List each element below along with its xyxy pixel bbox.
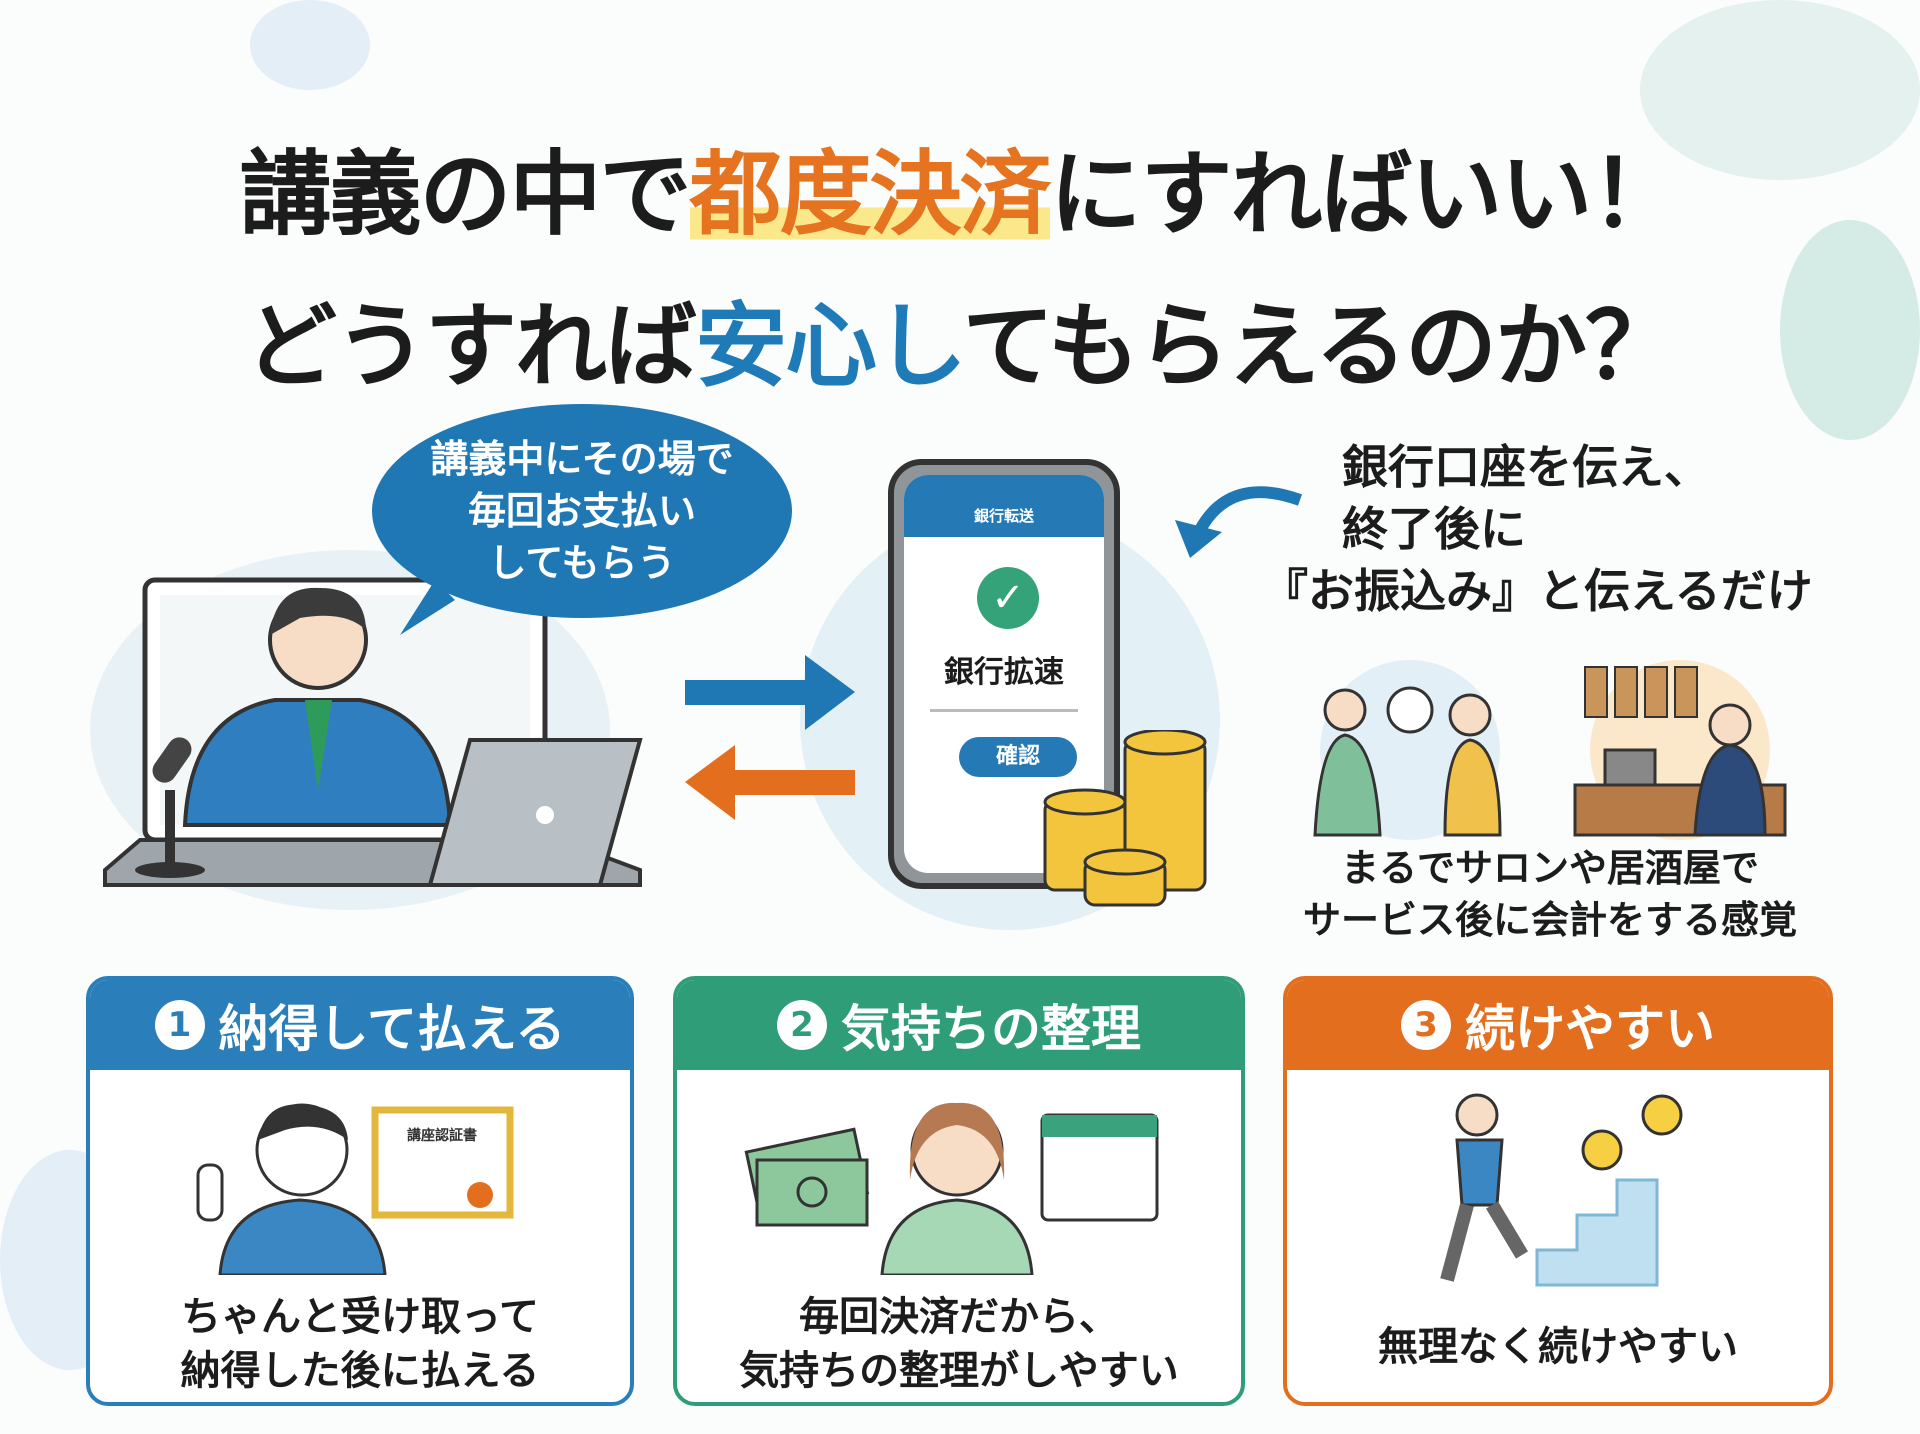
- benefit-card-3: 3 続けやすい 無理なく続けやすい: [1283, 976, 1833, 1406]
- divider: [930, 709, 1078, 712]
- caption-line: サービス後に会計をする感覚: [1302, 898, 1797, 942]
- confirm-button[interactable]: 確認: [959, 737, 1077, 777]
- phone-header: 銀行転送: [904, 475, 1104, 537]
- salon-payment-illustration: [1313, 660, 1502, 840]
- person-climbing-stairs-illustration: [1440, 1093, 1683, 1287]
- izakaya-checkout-illustration: [1573, 660, 1787, 840]
- description-line: 納得した後に払える: [180, 1348, 540, 1394]
- description-line: 無理なく続けやすい: [1378, 1324, 1738, 1370]
- headline-line1: 講義の中で都度決済にすればいい！: [0, 120, 1920, 253]
- speech-bubble: 講義中にその場で 毎回お支払い してもらう: [372, 404, 792, 618]
- card-header: 1 納得して払える: [90, 980, 630, 1070]
- headline-text: てもらえるのか？: [962, 293, 1677, 400]
- check-circle-icon: ✓: [977, 567, 1039, 629]
- card-header: 3 続けやすい: [1287, 980, 1829, 1070]
- benefit-card-2: 2 気持ちの整理 毎回決済だから、気持ちの整理がしやすい: [673, 976, 1245, 1406]
- lecturer-on-monitor-illustration: [103, 577, 643, 887]
- description-line: 毎回決済だから、: [799, 1294, 1119, 1340]
- headline-text: どうすれば: [245, 293, 697, 400]
- card-description: 無理なく続けやすい: [1287, 1320, 1829, 1374]
- description-line: 気持ちの整理がしやすい: [739, 1348, 1179, 1394]
- description-line: 銀行口座を伝え、: [1342, 440, 1710, 494]
- coins-stack-icon: [1043, 730, 1207, 907]
- benefit-card-1: 1 納得して払える 講座認証書 ちゃんと受け取って納得した後に払える: [86, 976, 634, 1406]
- satisfied-person-with-certificate-illustration: 講座認証書: [196, 1103, 514, 1275]
- card-number-badge: 1: [154, 1000, 205, 1050]
- bg-blob: [250, 0, 370, 90]
- headline-text: にすればいい！: [1049, 141, 1683, 248]
- description-line: 終了後に: [1342, 502, 1526, 556]
- bubble-tail: [400, 580, 455, 635]
- bg-blob: [1780, 220, 1920, 440]
- bank-transfer-description: 銀行口座を伝え、 終了後に 『お振込み』と伝えるだけ: [1262, 436, 1813, 622]
- bubble-line: 講義中にその場で: [430, 437, 734, 481]
- card-header: 2 気持ちの整理: [677, 980, 1241, 1070]
- certificate-title: 講座認証書: [407, 1127, 477, 1144]
- card-description: 毎回決済だから、気持ちの整理がしやすい: [677, 1290, 1241, 1398]
- headline-line2: どうすれば安心してもらえるのか？: [0, 272, 1920, 405]
- caption-line: まるでサロンや居酒屋で: [1340, 846, 1759, 890]
- bubble-line: 毎回お支払い: [467, 489, 696, 533]
- card-title: 続けやすい: [1465, 1000, 1715, 1058]
- phone-main-text: 銀行拡速: [944, 655, 1064, 690]
- card-number-badge: 3: [1401, 1000, 1451, 1050]
- description-line: 『お振込み』と伝えるだけ: [1262, 564, 1813, 618]
- description-line: ちゃんと受け取って: [181, 1294, 539, 1340]
- headline-text: 講義の中で: [239, 141, 692, 248]
- card-title: 納得して払える: [218, 1000, 566, 1058]
- calm-person-with-money-and-calendar-illustration: [744, 1102, 1159, 1275]
- headline-highlight: 都度決済: [689, 141, 1052, 248]
- bubble-line: してもらう: [488, 541, 676, 585]
- card-title: 気持ちの整理: [841, 1000, 1141, 1058]
- card-number-badge: 2: [777, 1000, 827, 1050]
- bg-blob: [1640, 0, 1920, 180]
- curved-arrow-icon: [1175, 486, 1303, 558]
- analogy-caption: まるでサロンや居酒屋で サービス後に会計をする感覚: [1270, 842, 1830, 946]
- exchange-arrows-icon: [685, 655, 855, 820]
- card-description: ちゃんと受け取って納得した後に払える: [90, 1290, 630, 1398]
- headline-highlight: 安心し: [695, 293, 964, 400]
